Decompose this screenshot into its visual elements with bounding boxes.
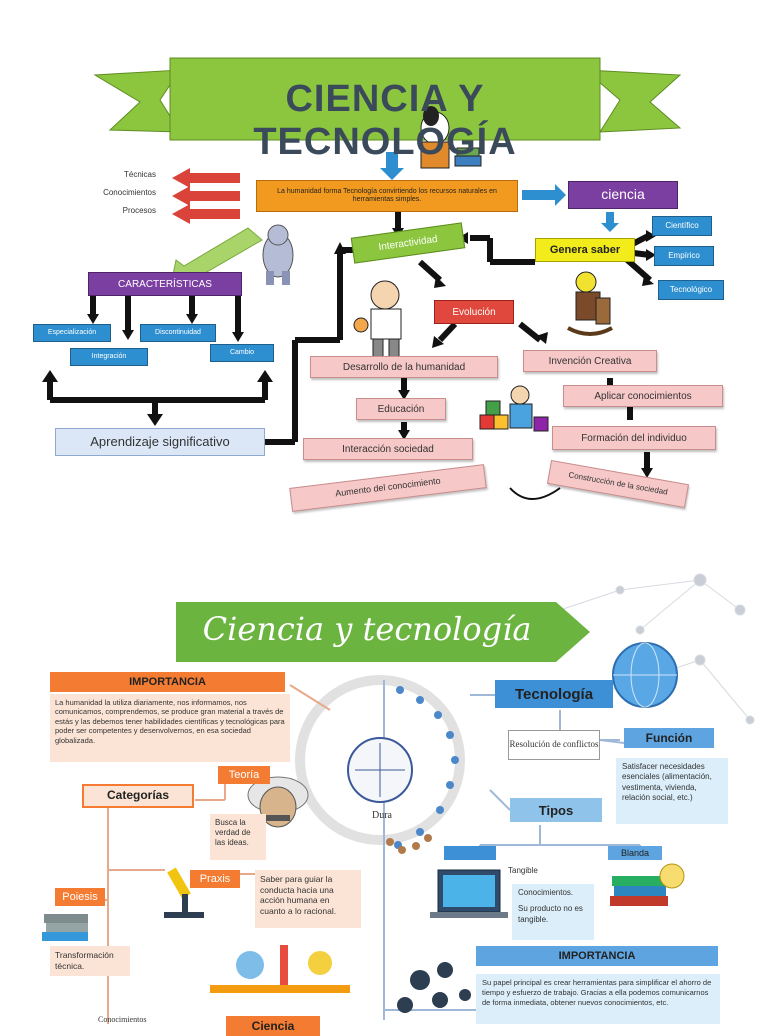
rocking-chair-illustration xyxy=(568,272,612,334)
curve-connector xyxy=(510,488,560,499)
teoria-text: Busca la verdad de las ideas. xyxy=(210,814,266,860)
conocimientos-bottom: Conocimientos xyxy=(98,1015,146,1024)
left-label-procesos: Procesos xyxy=(123,206,156,215)
poiesis-text: Transformación técnica. xyxy=(50,946,130,976)
bottom-diagram: Ciencia y tecnología IMPORTANCIA La huma… xyxy=(0,570,768,1024)
funcion-box: Función xyxy=(624,728,714,748)
importancia2-header: IMPORTANCIA xyxy=(476,946,718,966)
categorias-box: Categorías xyxy=(82,784,194,808)
interaccion-box: Interacción sociedad xyxy=(303,438,473,460)
teoria-tag: Teoría xyxy=(218,766,270,784)
bottom-title: Ciencia y tecnología xyxy=(182,610,552,648)
char-especializacion: Especialización xyxy=(33,324,111,342)
importancia1-text: La humanidad la utiliza diariamente, nos… xyxy=(50,694,290,762)
invencion-box: Invención Creativa xyxy=(523,350,657,372)
tangible-label: Tangible xyxy=(508,866,538,875)
ciencia-partial-tag: Ciencia xyxy=(226,1016,320,1036)
child-blocks-illustration xyxy=(480,386,548,431)
aprendizaje-box: Aprendizaje significativo xyxy=(55,428,265,456)
arrow-ciencia-down xyxy=(601,212,619,232)
blanda-text-2: Su producto no es tangible. xyxy=(518,904,588,925)
dura-illustration xyxy=(348,738,412,802)
blanda-text: Conocimientos. Su producto no es tangibl… xyxy=(512,884,594,940)
title-banner-left-tail xyxy=(95,70,180,132)
dura-tag xyxy=(444,846,496,860)
aplicar-box: Aplicar conocimientos xyxy=(563,385,723,407)
arrow-to-ciencia xyxy=(522,184,566,206)
funcion-text: Satisfacer necesidades esenciales (alime… xyxy=(616,758,728,824)
praxis-text: Saber para guiar la conducta hacia una a… xyxy=(255,870,361,928)
dura-label: Dura xyxy=(372,810,392,821)
importancia1-header: IMPORTANCIA xyxy=(50,672,285,692)
type-empirico: Empírico xyxy=(654,246,714,266)
ciencia-box: ciencia xyxy=(568,181,678,209)
poiesis-tag: Poiesis xyxy=(55,888,105,906)
tipos-box: Tipos xyxy=(510,798,602,822)
laptop-illustration xyxy=(430,870,508,918)
educacion-box: Educación xyxy=(356,398,446,420)
evolucion-box: Evolución xyxy=(434,300,514,324)
blanda-text-1: Conocimientos. xyxy=(518,888,588,898)
lab-illustration xyxy=(210,945,350,993)
importancia2-text: Su papel principal es crear herramientas… xyxy=(476,974,720,1024)
scientist-illustration xyxy=(354,281,401,357)
arrow-procesos xyxy=(172,204,240,224)
resolucion-box: Resolución de conflictos xyxy=(508,730,600,760)
char-integracion: Integración xyxy=(70,348,148,366)
type-tecnologico: Tecnológico xyxy=(658,280,724,300)
formacion-box: Formación del individuo xyxy=(552,426,716,450)
books-bulb-illustration xyxy=(610,864,684,906)
arrow-conocimientos xyxy=(172,186,240,206)
desarrollo-box: Desarrollo de la humanidad xyxy=(310,356,498,378)
genera-saber-box: Genera saber xyxy=(535,238,635,262)
center-text-box: La humanidad forma Tecnología convirtien… xyxy=(256,180,518,212)
books-poiesis-illustration xyxy=(42,914,88,941)
caracteristicas-box: CARACTERÍSTICAS xyxy=(88,272,242,296)
left-label-conocimientos: Conocimientos xyxy=(103,188,156,197)
elephant-illustration xyxy=(263,225,293,285)
tech-icons-illustration xyxy=(397,962,471,1013)
char-discontinuidad: Discontinuidad xyxy=(140,324,216,342)
top-diagram: CIENCIA Y TECNOLOGÍA Técnicas Conocimien… xyxy=(0,40,768,515)
char-cambio: Cambio xyxy=(210,344,274,362)
praxis-tag: Praxis xyxy=(190,870,240,888)
left-label-tecnicas: Técnicas xyxy=(124,170,156,179)
tecnologia-box: Tecnología xyxy=(495,680,613,708)
globe-illustration xyxy=(613,643,677,707)
title-text: CIENCIA Y TECNOLOGÍA xyxy=(170,78,600,164)
blanda-tag: Blanda xyxy=(608,846,662,860)
type-cientifico: Científico xyxy=(652,216,712,236)
arrow-tecnicas xyxy=(172,168,240,188)
